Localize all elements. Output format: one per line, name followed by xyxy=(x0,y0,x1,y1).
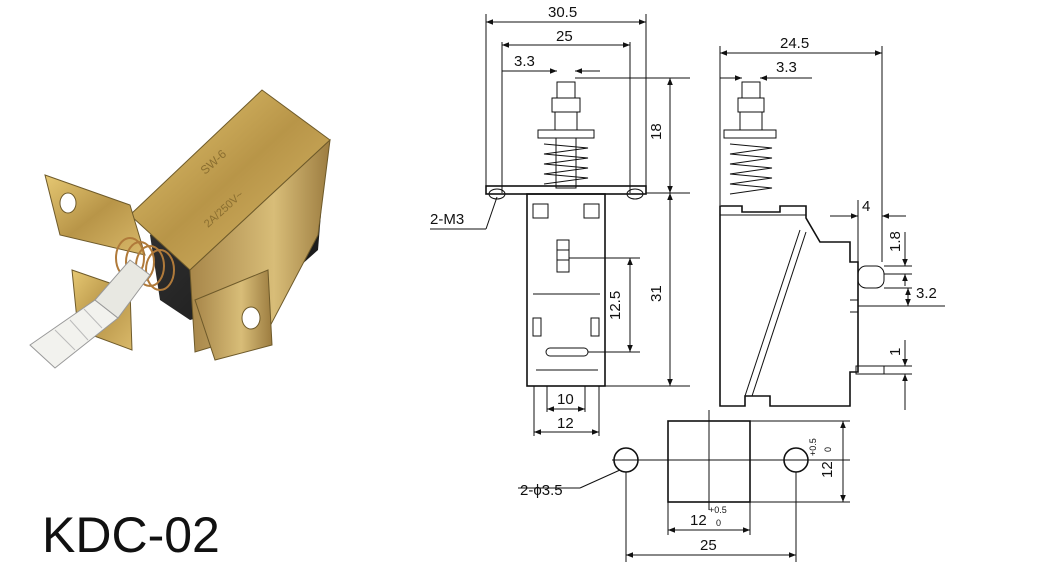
dim-cutout-height: 12 xyxy=(819,461,836,478)
left-mount-ear xyxy=(44,174,146,256)
hole-callout: 2-ϕ3.5 xyxy=(520,482,563,499)
dim-actuator-offset: 3.3 xyxy=(514,53,535,70)
right-mount-hole xyxy=(241,306,261,330)
dim-mount-width: 25 xyxy=(556,28,573,45)
dim-terminal-offset: 4 xyxy=(862,198,870,215)
spring xyxy=(115,237,175,291)
cutout-height-tol-upper: +0.5 xyxy=(808,438,818,456)
left-mount-hole xyxy=(59,192,77,214)
dim-side-actuator-offset: 3.3 xyxy=(776,59,797,76)
dim-bottom-inner-width: 10 xyxy=(557,391,574,408)
square-cutout xyxy=(667,420,751,503)
dim-hole-spacing: 25 xyxy=(700,537,717,554)
dim-overall-width: 30.5 xyxy=(548,4,577,21)
right-mount-ear xyxy=(194,269,273,361)
actuator-stem xyxy=(94,259,151,319)
cutout-width-tol-lower: 0 xyxy=(716,518,721,528)
thread-callout: 2-M3 xyxy=(430,211,464,228)
dim-side-overall-depth: 24.5 xyxy=(780,35,809,52)
side-view: 24.5 3.3 4 1.8 3.2 xyxy=(719,35,945,410)
model-title: KDC-02 xyxy=(42,507,220,563)
dim-terminal-thickness: 1.8 xyxy=(887,231,904,252)
cutout-height-tol-lower: 0 xyxy=(823,447,833,452)
cutout-width-tol-upper: +0.5 xyxy=(709,505,727,515)
dim-actuator-height: 18 xyxy=(648,123,665,140)
product-photo: SW-6 2A/250V~ xyxy=(29,89,331,369)
panel-cutout: 2-ϕ3.5 12 +0.5 0 12 +0.5 0 25 xyxy=(518,410,850,562)
dim-terminal-spacing: 12.5 xyxy=(607,291,624,320)
dim-terminal-slot: 3.2 xyxy=(916,285,937,302)
dim-cutout-width: 12 xyxy=(690,512,707,529)
dim-pin-thickness: 1 xyxy=(887,348,904,356)
front-view: 30.5 25 3.3 18 2-M3 xyxy=(430,4,690,436)
dim-bottom-outer-width: 12 xyxy=(557,415,574,432)
dim-body-height: 31 xyxy=(648,285,665,302)
